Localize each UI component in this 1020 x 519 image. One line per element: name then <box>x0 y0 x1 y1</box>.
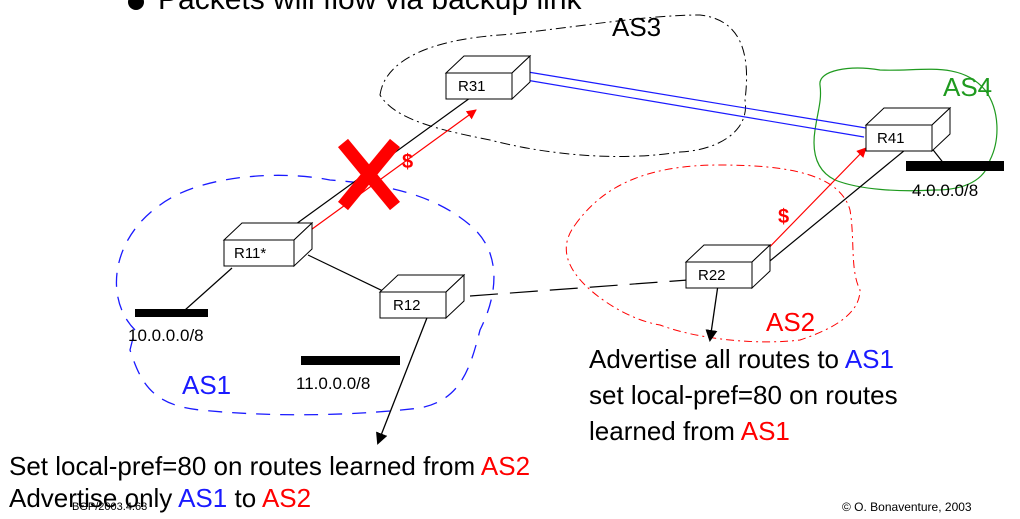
prefix-4-label: 4.0.0.0/8 <box>912 181 979 200</box>
r22-note-line1-text: Advertise all routes to <box>589 344 845 374</box>
router-r12 <box>378 273 466 320</box>
router-r41-label: R41 <box>877 130 905 147</box>
footer-copyright: © O. Bonaventure, 2003 <box>842 500 972 514</box>
prefix-bar-10 <box>135 309 208 317</box>
prefix-bar-4 <box>906 161 1004 171</box>
router-r12-label: R12 <box>393 297 421 314</box>
prefix-11-label: 11.0.0.0/8 <box>296 374 371 393</box>
as2-cloud <box>565 164 861 343</box>
packet-arrow-r22-r41 <box>754 147 867 263</box>
r12-note-line1-as: AS2 <box>480 451 531 481</box>
as1-label: AS1 <box>182 370 232 400</box>
router-r31 <box>444 54 532 101</box>
router-r31-label: R31 <box>458 78 486 95</box>
r12-note-line1-text: Set local-pref=80 on routes learned from <box>9 451 481 481</box>
as3-cloud <box>379 14 748 157</box>
router-r11-label: R11* <box>234 245 267 262</box>
r22-note-line1: Advertise all routes to AS1 <box>589 346 894 372</box>
r22-note-line1-as: AS1 <box>844 344 894 374</box>
prefix-bar-11 <box>301 356 400 365</box>
r12-note-line2-text: Advertise only <box>9 483 179 513</box>
r12-note-line2: Advertise only AS1 to AS2 <box>9 485 311 511</box>
r12-note-line2-mid: to <box>227 483 262 513</box>
as3-label: AS3 <box>612 12 662 42</box>
r12-note-line1: Set local-pref=80 on routes learned from… <box>9 453 530 479</box>
as4-cloud <box>813 67 998 192</box>
router-r11 <box>222 221 314 268</box>
bullet-dot <box>128 0 144 10</box>
link-r11-p10 <box>184 267 233 311</box>
footer-slide-id: BGP/2003.4.63 <box>72 501 148 513</box>
r12-note-line2-as1: AS1 <box>178 483 228 513</box>
link-r22-r41 <box>764 149 906 266</box>
packet-arrow-r11-r31 <box>296 109 477 241</box>
note-arrow-r12 <box>376 304 433 445</box>
money-marker-as2: $ <box>778 206 790 228</box>
backup-link-b <box>525 79 865 138</box>
r12-note-line2-as2: AS2 <box>261 483 312 513</box>
note-arrow-r22 <box>705 284 719 342</box>
money-marker-as3: $ <box>402 151 414 173</box>
as2-label: AS2 <box>766 307 816 337</box>
prefix-10-label: 10.0.0.0/8 <box>128 326 204 345</box>
as4-label: AS4 <box>943 72 993 102</box>
cross-icon <box>337 138 401 211</box>
r22-note-line3-text: learned from <box>589 416 741 446</box>
r22-note-line3: learned from AS1 <box>589 418 790 444</box>
backup-link-a <box>527 71 867 129</box>
router-r22-label: R22 <box>698 267 726 284</box>
bullet-text: Packets will flow via backup link <box>158 0 582 15</box>
router-r41 <box>864 106 952 153</box>
r22-note-line3-as: AS1 <box>740 416 790 446</box>
as1-cloud <box>115 174 495 416</box>
link-r11-r12 <box>307 254 386 293</box>
link-r12-r22 <box>469 279 689 297</box>
router-r22 <box>684 243 772 290</box>
r22-note-line2: set local-pref=80 on routes <box>589 380 898 410</box>
